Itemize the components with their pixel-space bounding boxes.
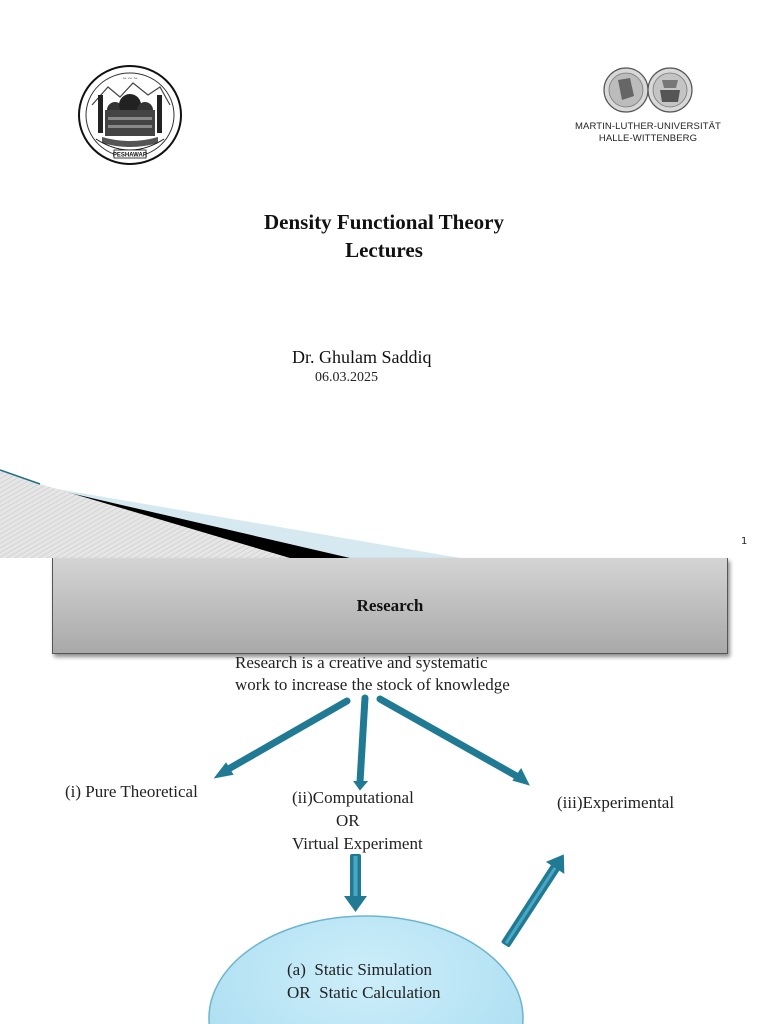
mlu-name-line1: MARTIN-LUTHER-UNIVERSITÄT xyxy=(575,121,721,132)
twin-seal-icon xyxy=(603,67,693,113)
mlu-logo: MARTIN-LUTHER-UNIVERSITÄT HALLE-WITTENBE… xyxy=(572,66,724,150)
arrow-to-experimental-icon xyxy=(376,695,524,782)
research-slide: Research Research is a creative and syst… xyxy=(0,558,768,1024)
research-header-bar: Research xyxy=(52,558,728,654)
presentation-date: 06.03.2025 xyxy=(315,370,378,385)
page-number: 1 xyxy=(741,536,748,547)
branch-experimental: (iii)Experimental xyxy=(557,793,675,812)
computational-line-3: Virtual Experiment xyxy=(292,834,423,853)
static-simulation-text: (a) Static Simulation OR Static Calculat… xyxy=(287,958,440,1004)
branch-pure-theoretical: (i) Pure Theoretical xyxy=(65,782,198,801)
svg-text:PESHAWAR: PESHAWAR xyxy=(113,153,148,159)
mosque-seal-icon: ~ ~ ~ PESHAWAR xyxy=(78,65,182,165)
computational-line-1: (ii)Computational xyxy=(292,788,414,807)
arrow-to-theoretical-icon xyxy=(221,697,351,775)
title-line-1: Density Functional Theory xyxy=(264,210,504,234)
title-line-2: Lectures xyxy=(345,238,423,262)
ellipse-line-1: (a) Static Simulation xyxy=(287,960,432,979)
author-name: Dr. Ghulam Saddiq xyxy=(292,347,432,367)
university-seal-logo: ~ ~ ~ PESHAWAR xyxy=(78,65,182,165)
presentation-title: Density Functional Theory Lectures xyxy=(184,208,584,264)
decorative-swoosh xyxy=(0,469,460,558)
branch-computational: (ii)Computational OR Virtual Experiment xyxy=(292,786,423,855)
research-definition: Research is a creative and systematic wo… xyxy=(235,652,510,696)
diagram-arrows xyxy=(208,694,565,1024)
title-slide: ~ ~ ~ PESHAWAR MARTIN-LUTHER-UNIVERSITÄ xyxy=(0,65,748,558)
definition-line-1: Research is a creative and systematic xyxy=(235,653,488,672)
up-right-arrow-icon xyxy=(501,854,565,947)
computational-or: OR xyxy=(336,811,360,830)
svg-text:~ ~ ~: ~ ~ ~ xyxy=(123,75,138,83)
arrow-to-computational-icon xyxy=(356,694,369,786)
down-arrow-icon xyxy=(344,854,367,912)
definition-line-2: work to increase the stock of knowledge xyxy=(235,675,510,694)
research-title: Research xyxy=(356,595,424,615)
static-simulation-ellipse xyxy=(208,915,524,1024)
mlu-name-line2: HALLE-WITTENBERG xyxy=(598,133,698,144)
ellipse-line-2: OR Static Calculation xyxy=(287,983,441,1002)
